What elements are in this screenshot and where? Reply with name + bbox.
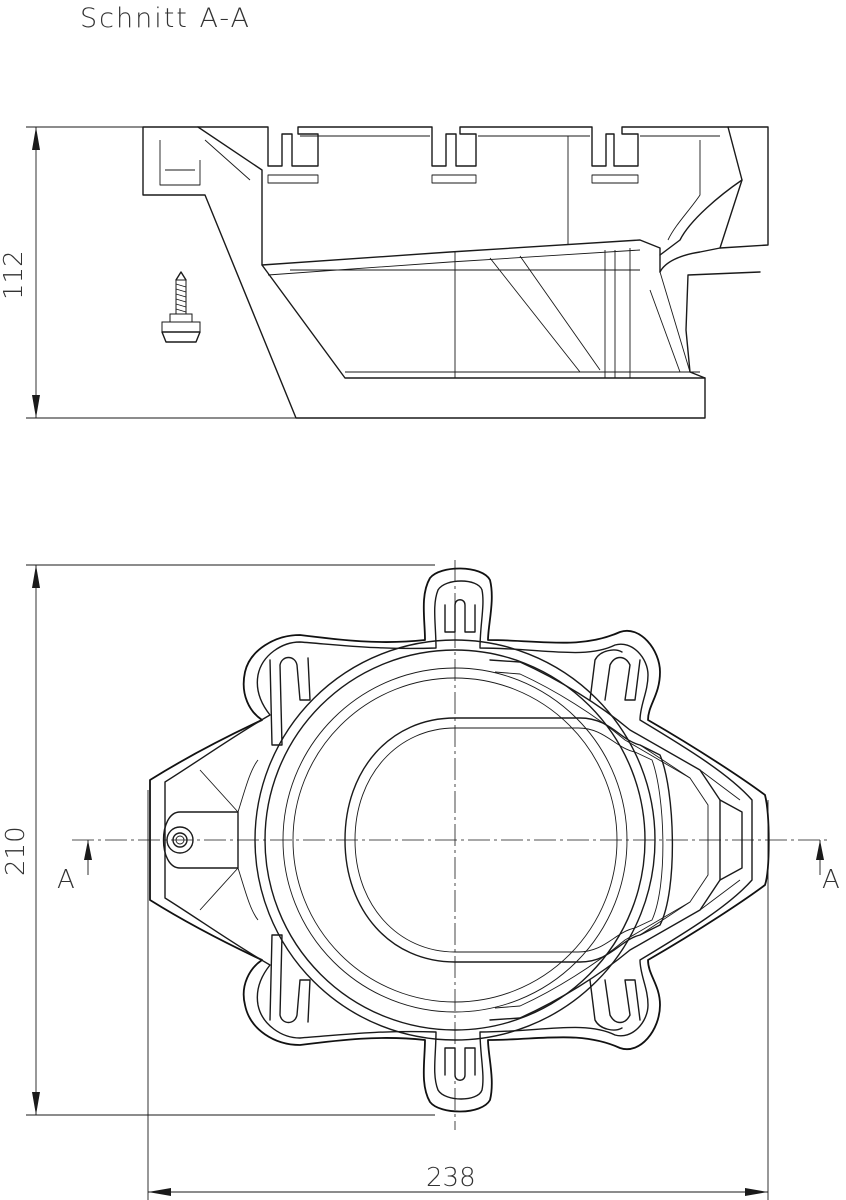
section-marker-left: A	[57, 865, 75, 895]
dimension-238: 238	[426, 1163, 476, 1193]
section-right-wall	[719, 126, 769, 249]
section-title: Schnitt A-A	[80, 3, 251, 34]
plan-view: A A 210 238	[1, 560, 840, 1200]
section-top-rim	[197, 126, 729, 167]
screw-icon	[161, 271, 201, 343]
dimension-210: 210	[1, 826, 31, 876]
dimension-112: 112	[0, 250, 29, 300]
section-marker-right: A	[822, 865, 840, 895]
section-view: 112	[0, 126, 769, 419]
section-left-wall	[142, 126, 706, 419]
